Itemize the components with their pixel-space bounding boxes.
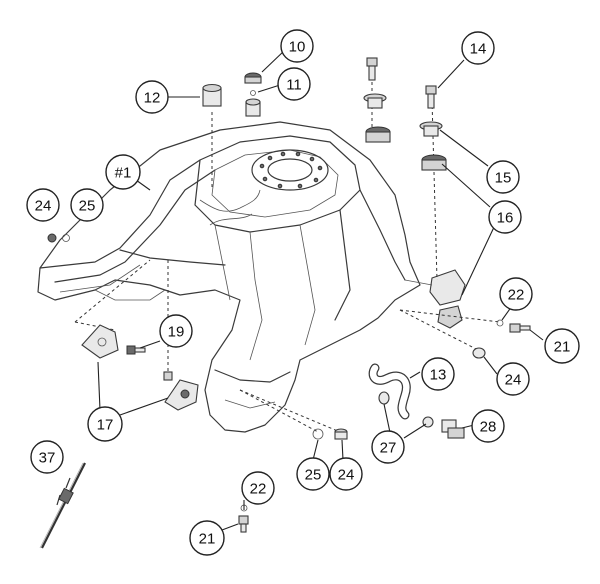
callout-label: 19 bbox=[168, 324, 185, 341]
callout-c19: 19 bbox=[159, 314, 193, 348]
callout-label: 25 bbox=[79, 198, 96, 215]
bolt-14-left-part bbox=[366, 57, 378, 81]
callout-label: #1 bbox=[115, 165, 132, 182]
assembly-lines bbox=[74, 82, 501, 433]
callout-group: 10 11 12 14 15 16 #1 24 25 22 21 19 13 24 17 28 27 37 25 24… bbox=[26, 29, 580, 556]
callout-circle bbox=[277, 67, 311, 101]
callout-c21a: 21 bbox=[544, 328, 580, 364]
callout-c25a: 25 bbox=[70, 188, 104, 222]
callout-label: 14 bbox=[470, 41, 487, 58]
callout-label: 22 bbox=[508, 287, 525, 304]
callout-c37: 37 bbox=[30, 440, 64, 474]
bolt-14-right-part bbox=[425, 85, 437, 109]
fitting-28-part bbox=[441, 419, 465, 439]
bushing-24-bottom-part bbox=[334, 428, 348, 440]
callout-c14: 14 bbox=[461, 31, 495, 65]
callout-c11: 11 bbox=[277, 67, 311, 101]
callout-circle bbox=[371, 430, 405, 464]
screw-21-right-part bbox=[509, 323, 531, 333]
callout-c24a: 24 bbox=[26, 188, 60, 222]
callout-label: 12 bbox=[144, 90, 161, 107]
rubber-mount-16-right-part bbox=[421, 154, 447, 171]
callout-c15: 15 bbox=[486, 160, 520, 194]
callout-label: 27 bbox=[380, 440, 397, 457]
callout-circle bbox=[544, 328, 580, 364]
cable-strap-37-part bbox=[39, 462, 86, 549]
screw-19b-part bbox=[163, 371, 173, 381]
callout-label: 11 bbox=[286, 77, 302, 94]
callout-label: 10 bbox=[289, 39, 306, 56]
callout-label: 17 bbox=[97, 417, 114, 434]
callout-circle bbox=[471, 409, 505, 443]
callout-c24b: 24 bbox=[496, 362, 530, 396]
callout-circle bbox=[70, 188, 104, 222]
bracket-17-lower-part bbox=[164, 379, 199, 411]
callout-c21b: 21 bbox=[189, 520, 225, 556]
callout-label: 28 bbox=[480, 419, 497, 436]
leader-lines bbox=[97, 49, 544, 531]
callout-circle bbox=[30, 440, 64, 474]
callout-c25b: 25 bbox=[296, 457, 330, 491]
callout-label: 13 bbox=[430, 367, 447, 384]
bushing-12-part bbox=[202, 83, 222, 107]
callout-circle bbox=[26, 188, 60, 222]
callout-circle bbox=[105, 154, 141, 190]
callout-label: 21 bbox=[554, 339, 571, 356]
grommet-10-part bbox=[244, 72, 262, 84]
small-parts bbox=[39, 57, 531, 549]
callout-circle bbox=[241, 471, 275, 505]
callout-circle bbox=[488, 200, 522, 234]
callout-label: 37 bbox=[39, 450, 56, 467]
callout-label: 22 bbox=[250, 481, 267, 498]
sleeve-part bbox=[245, 98, 261, 117]
rubber-mount-16-left-part bbox=[365, 126, 391, 143]
callout-label: 21 bbox=[199, 531, 216, 548]
screw-21-bottom-part bbox=[238, 515, 249, 533]
callout-circle bbox=[296, 457, 330, 491]
callout-label: 25 bbox=[305, 467, 322, 484]
callout-c17: 17 bbox=[87, 406, 123, 442]
callout-circle bbox=[461, 31, 495, 65]
spacer-15-left-part bbox=[363, 93, 387, 109]
callout-c16: 16 bbox=[488, 200, 522, 234]
fuel-tank bbox=[37, 121, 466, 433]
callout-c12: 12 bbox=[135, 80, 169, 114]
callout-c13: 13 bbox=[421, 357, 455, 391]
callout-circle bbox=[421, 357, 455, 391]
callout-c22a: 22 bbox=[499, 277, 533, 311]
callout-circle bbox=[496, 362, 530, 396]
callout-label: 16 bbox=[497, 210, 514, 227]
callout-c1: #1 bbox=[105, 154, 141, 190]
callout-c24c: 24 bbox=[329, 457, 363, 491]
callout-circle bbox=[329, 457, 363, 491]
callout-circle bbox=[189, 520, 225, 556]
callout-c22b: 22 bbox=[241, 471, 275, 505]
callout-c10: 10 bbox=[280, 29, 314, 63]
callout-label: 24 bbox=[35, 198, 52, 215]
callout-label: 24 bbox=[338, 467, 355, 484]
callout-circle bbox=[280, 29, 314, 63]
callout-circle bbox=[499, 277, 533, 311]
callout-circle bbox=[159, 314, 193, 348]
callout-circle bbox=[135, 80, 169, 114]
callout-circle bbox=[87, 406, 123, 442]
callout-label: 24 bbox=[505, 372, 522, 389]
callout-label: 15 bbox=[495, 170, 512, 187]
callout-c28: 28 bbox=[471, 409, 505, 443]
spacer-15-right-part bbox=[419, 121, 443, 137]
callout-circle bbox=[486, 160, 520, 194]
callout-c27: 27 bbox=[371, 430, 405, 464]
bracket-17-upper-part bbox=[81, 324, 119, 359]
